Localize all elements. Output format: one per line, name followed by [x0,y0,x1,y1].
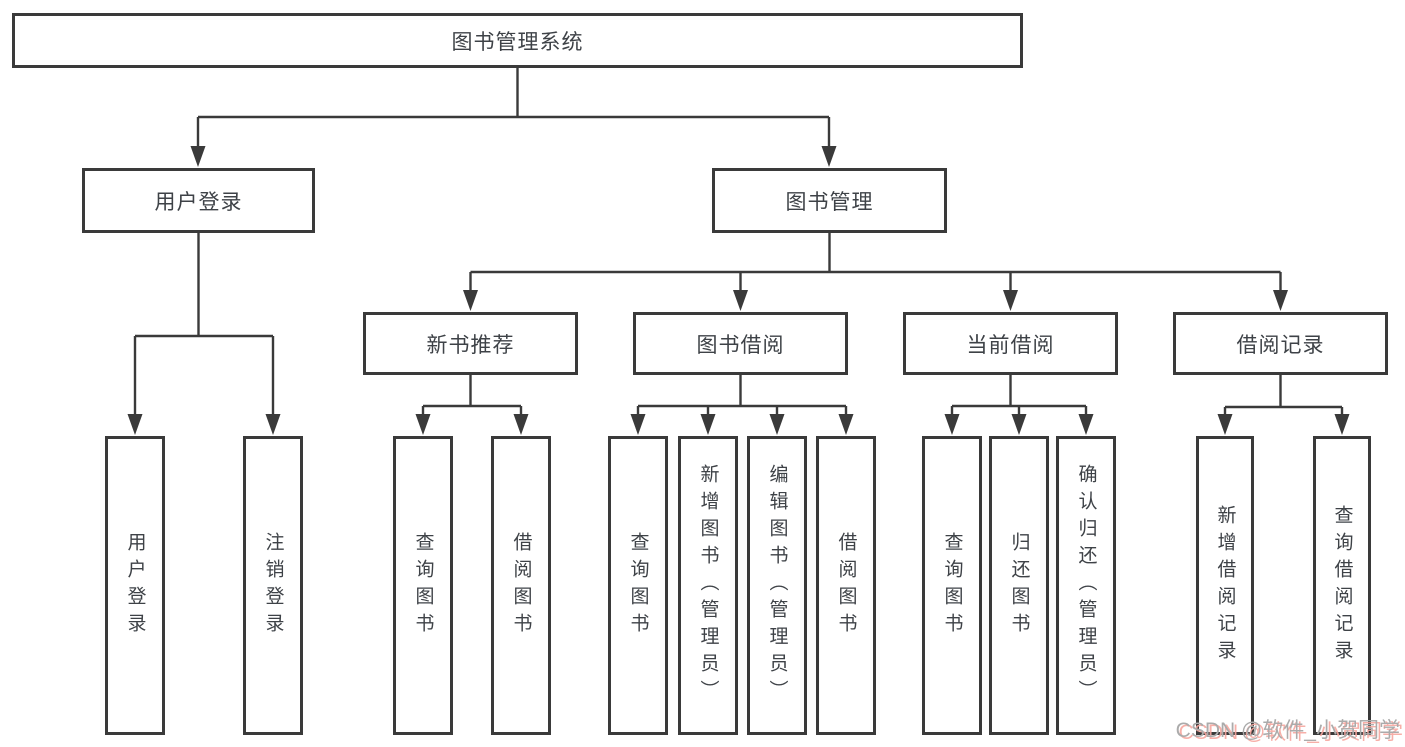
leaf-label: 查询图书 [941,531,963,640]
arrowhead-icons [127,146,1350,435]
node-root-library-system: 图书管理系统 [12,13,1023,68]
leaf-borrow-books-recommend: 借阅图书 [491,436,551,735]
node-current-borrowing: 当前借阅 [903,312,1118,375]
node-book-management: 图书管理 [712,168,947,233]
leaf-query-borrow-record: 查询借阅记录 [1313,436,1371,735]
leaf-label: 编辑图书（管理员） [766,464,788,707]
leaf-label: 借阅图书 [835,531,857,640]
node-book-borrowing: 图书借阅 [633,312,848,375]
leaf-label: 注销登录 [262,531,284,640]
leaf-query-books-current: 查询图书 [922,436,982,735]
leaf-add-books-admin: 新增图书（管理员） [678,436,738,735]
leaf-query-books-borrowing: 查询图书 [608,436,668,735]
leaf-label: 用户登录 [124,531,146,640]
node-user-login: 用户登录 [82,168,315,233]
leaf-label: 借阅图书 [510,531,532,640]
csdn-watermark: CSDN @软件_小贺同学 [1175,719,1400,742]
leaf-label: 归还图书 [1008,531,1030,640]
leaf-borrow-books: 借阅图书 [816,436,876,735]
leaf-edit-books-admin: 编辑图书（管理员） [747,436,807,735]
leaf-label: 新增借阅记录 [1214,504,1236,667]
leaf-label: 确认归还（管理员） [1075,464,1097,707]
leaf-confirm-return-admin: 确认归还（管理员） [1056,436,1116,735]
node-borrow-records: 借阅记录 [1173,312,1388,375]
leaf-add-borrow-record: 新增借阅记录 [1196,436,1254,735]
leaf-logout: 注销登录 [243,436,303,735]
leaf-return-books: 归还图书 [989,436,1049,735]
node-new-book-recommend: 新书推荐 [363,312,578,375]
leaf-label: 查询图书 [412,531,434,640]
leaf-label: 查询图书 [627,531,649,640]
leaf-user-login: 用户登录 [105,436,165,735]
leaf-label: 新增图书（管理员） [697,464,719,707]
connector-lines [133,68,1344,417]
leaf-label: 查询借阅记录 [1331,504,1353,667]
leaf-query-books-recommend: 查询图书 [393,436,453,735]
